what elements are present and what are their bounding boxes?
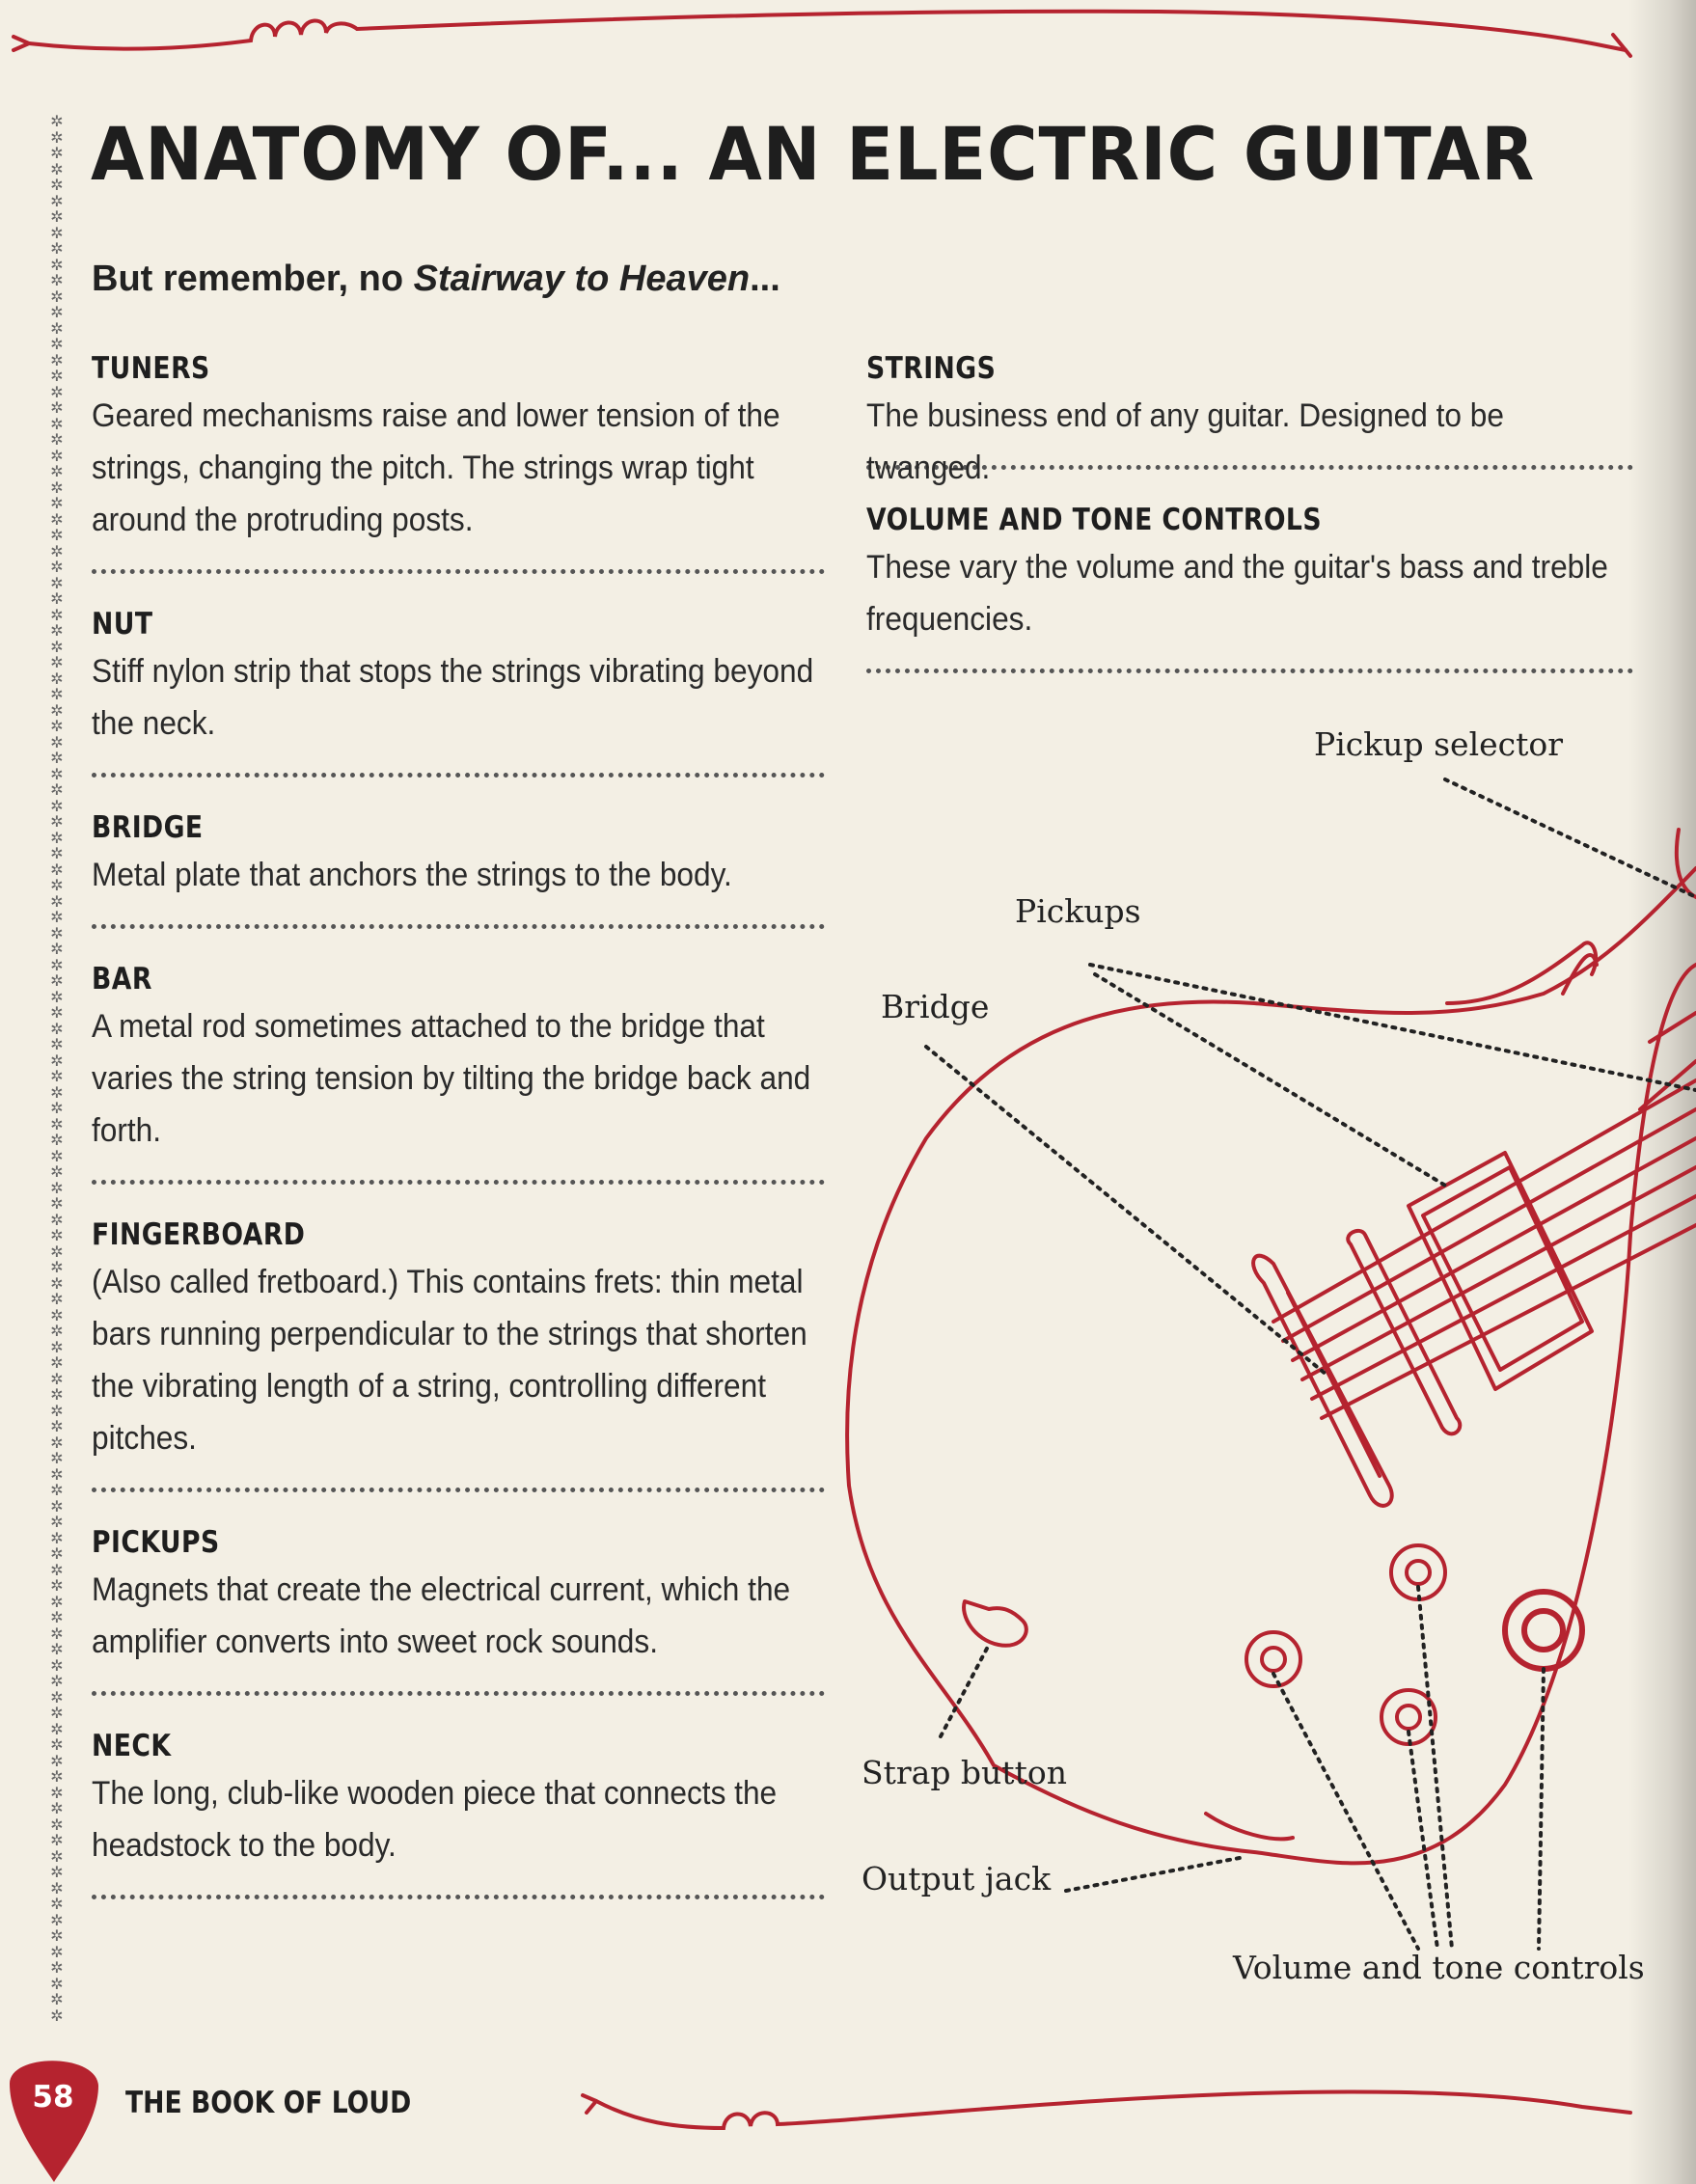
label-strap-button: Strap button: [862, 1754, 1067, 1791]
entry-heading: NECK: [92, 1729, 172, 1763]
entry-body: A metal rod sometimes attached to the br…: [92, 1008, 811, 1149]
diagram-leader-lines: [924, 778, 1696, 1951]
entry-bridge: BRIDGE Metal plate that anchors the stri…: [92, 778, 825, 929]
entry-body: These vary the volume and the guitar's b…: [866, 549, 1608, 638]
entry-heading: PICKUPS: [92, 1525, 220, 1560]
entry-bar: BAR A metal rod sometimes attached to th…: [92, 929, 825, 1185]
guitar-bridge: [1251, 1253, 1394, 1508]
bottom-swirl-ornament: [581, 2089, 1632, 2131]
pickup-selector-knob: [1502, 1589, 1585, 1672]
entry-heading: FINGERBOARD: [92, 1217, 306, 1252]
page-number: 58: [32, 2080, 74, 2115]
guitar-pickup-neck: [1407, 1151, 1594, 1391]
entry-pickups: PICKUPS Magnets that create the electric…: [92, 1492, 825, 1696]
entry-body: Geared mechanisms raise and lower tensio…: [92, 397, 780, 538]
entry-body: Magnets that create the electrical curre…: [92, 1571, 791, 1660]
entry-heading: STRINGS: [866, 351, 997, 386]
guitar-strap-button: [962, 1599, 1028, 1648]
entry-body: (Also called fretboard.) This contains f…: [92, 1264, 807, 1457]
subtitle-lead: But remember, no: [92, 259, 414, 299]
entry-heading: VOLUME AND TONE CONTROLS: [866, 503, 1322, 537]
book-title: THE BOOK OF LOUD: [125, 2086, 412, 2120]
entry-body: The long, club-like wooden piece that co…: [92, 1775, 778, 1864]
entry-heading: BAR: [92, 962, 152, 996]
guitar-body-outline: [845, 866, 1696, 1866]
star-border-ornament: ✲ ✲ ✲ ✲ ✲ ✲ ✲ ✲ ✲ ✲ ✲ ✲ ✲ ✲ ✲ ✲ ✲ ✲ ✲ ✲ …: [50, 114, 64, 2024]
guitar-upper-horn: [1445, 941, 1599, 1005]
page-title: ANATOMY OF... AN ELECTRIC GUITAR: [91, 111, 1536, 197]
entry-volume-tone-controls: VOLUME AND TONE CONTROLS These vary the …: [866, 470, 1633, 673]
control-knob-1: [1245, 1630, 1302, 1688]
entry-heading: BRIDGE: [92, 810, 204, 845]
top-swirl-ornament: [12, 9, 1632, 58]
entry-strings: STRINGS The business end of any guitar. …: [866, 347, 1633, 486]
entry-fingerboard: FINGERBOARD (Also called fretboard.) Thi…: [92, 1185, 825, 1492]
entry-neck: NECK The long, club-like wooden piece th…: [92, 1696, 825, 1899]
entry-body: The business end of any guitar. Designed…: [866, 397, 1504, 486]
label-bridge: Bridge: [881, 988, 990, 1025]
label-output-jack: Output jack: [862, 1860, 1052, 1897]
label-pickups: Pickups: [1015, 892, 1141, 930]
label-volume-tone-controls: Volume and tone controls: [1233, 1949, 1645, 1986]
subtitle-ellipsis: ...: [750, 259, 780, 299]
entry-heading: NUT: [92, 607, 153, 642]
entry-body: Metal plate that anchors the strings to …: [92, 857, 732, 893]
guitar-strings: [1272, 1078, 1696, 1420]
page-subtitle: But remember, no Stairway to Heaven...: [92, 259, 780, 300]
entry-body: Stiff nylon strip that stops the strings…: [92, 653, 814, 742]
entry-nut: NUT Stiff nylon strip that stops the str…: [92, 574, 825, 778]
guitar-pickup-bridge: [1346, 1228, 1463, 1436]
guitar-output-jack: [1204, 1812, 1295, 1842]
label-pickup-selector: Pickup selector: [1314, 725, 1564, 763]
glossary-left-column: TUNERS Geared mechanisms raise and lower…: [92, 347, 825, 1899]
guitar-pick-icon: [10, 2061, 98, 2182]
entry-heading: TUNERS: [92, 351, 210, 386]
glossary-right-column: STRINGS The business end of any guitar. …: [866, 347, 1633, 673]
subtitle-song-title: Stairway to Heaven: [413, 259, 751, 299]
entry-tuners: TUNERS Geared mechanisms raise and lower…: [92, 347, 825, 574]
